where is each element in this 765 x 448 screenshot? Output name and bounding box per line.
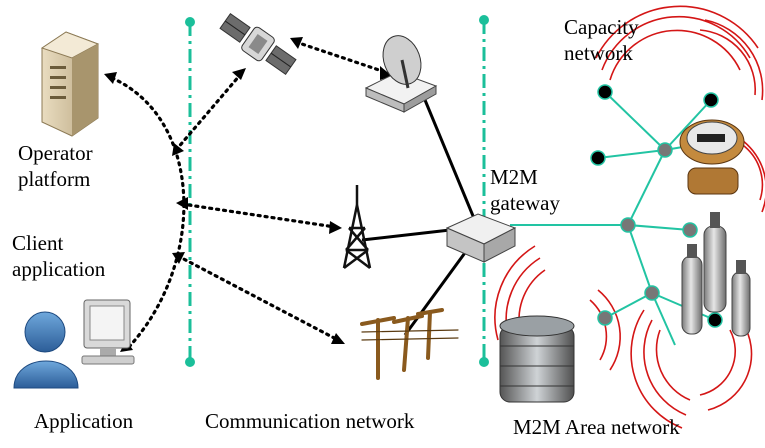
dotted-arrows — [110, 40, 387, 350]
section-application-label: Application — [34, 409, 134, 433]
client-user-icon — [13, 299, 135, 389]
water-meter-icon — [679, 119, 745, 195]
m2m-gateway-icon — [445, 213, 517, 263]
gas-cylinders-icon — [681, 212, 751, 337]
capacity-label-line1: Capacity — [564, 15, 639, 39]
satellite-dish-icon — [364, 35, 438, 113]
operator-platform-label: Operator platform — [18, 140, 93, 192]
mesh-nodes — [590, 84, 723, 328]
client-label-line2: application — [12, 257, 106, 281]
divider-right — [479, 15, 489, 367]
section-communication-label: Communication network — [205, 409, 415, 433]
capacity-label-line2: network — [564, 41, 633, 65]
operator-label-line2: platform — [18, 167, 91, 191]
radio-tower-icon — [342, 185, 372, 269]
arrowheads — [104, 37, 392, 352]
section-area-label: M2M Area network — [513, 415, 680, 439]
storage-tank-icon — [499, 315, 575, 403]
power-line-poles-icon — [360, 308, 459, 380]
divider-left — [185, 17, 195, 367]
gateway-label-line1: M2M — [490, 165, 538, 189]
network-links — [361, 99, 480, 336]
gateway-label-line2: gateway — [490, 191, 560, 215]
satellite-icon — [219, 12, 297, 76]
capacity-network-label: Capacity network — [564, 14, 639, 66]
client-label-line1: Client — [12, 231, 64, 255]
m2m-gateway-label: M2M gateway — [490, 164, 560, 216]
client-application-label: Client application — [12, 230, 105, 282]
operator-label-line1: Operator — [18, 141, 93, 165]
server-icon — [40, 31, 100, 137]
